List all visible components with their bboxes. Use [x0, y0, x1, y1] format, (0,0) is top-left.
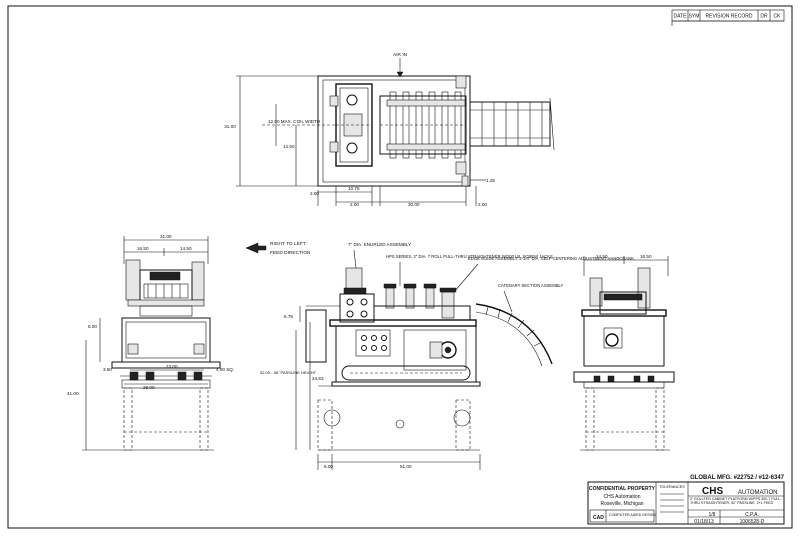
- screw-jacks: [383, 283, 457, 319]
- dim-left-28-00: 28.00: [143, 385, 155, 390]
- chs-logo: CHS: [702, 486, 723, 497]
- rev-header-date: DATE: [674, 14, 688, 20]
- rev-header-record: REVISION RECORD: [706, 14, 753, 20]
- company-name: CHS Automation: [604, 494, 641, 500]
- callout-catenary: CATENARY SECTION ASSEMBLY: [498, 283, 564, 288]
- revision-block: DATE SYM REVISION RECORD DR CK: [671, 9, 785, 26]
- feed-direction-line1: RIGHT TO LEFT: [270, 241, 306, 247]
- title-block: GLOBAL MFG. #22752 / #12-6347 CONFIDENTI…: [587, 475, 785, 525]
- callout-rollers: 7" DIA. KNURLED ASSEMBLY: [348, 242, 411, 247]
- dim-left-4-00: 4.00 SQ.: [216, 367, 234, 372]
- dim-left-overall: 31.00: [160, 234, 172, 239]
- rev-header-ck: CK: [774, 14, 782, 20]
- dim-top-half: 14.50: [283, 144, 295, 149]
- cad-note: COMPUTER AIDED DESIGN: [609, 513, 657, 517]
- top-plan-view: AIR IN 31.00 12.00 MAX. COIL WIDTH 14.50…: [224, 52, 555, 207]
- dim-front-51-00: 51.00: [400, 464, 412, 469]
- confidential-label: CONFIDENTIAL PROPERTY: [589, 486, 656, 492]
- dim-left-41-00: 41.00: [67, 391, 79, 396]
- dim-front-5-75: 5.75: [284, 314, 293, 319]
- dim-top-2-00-right: 2.00: [478, 202, 487, 207]
- drawn-by-value: C.P.A.: [745, 512, 759, 518]
- right-end-view: 14.50 16.50: [573, 254, 675, 451]
- dim-left-8-00: 8.00: [88, 324, 97, 329]
- company-location: Roseville, Michigan: [600, 501, 643, 507]
- callout-straightener: HPS SERIES, 2" DIA. 7 ROLL PULL-THRU STR…: [386, 254, 553, 259]
- chs-logo-sub: AUTOMATION: [738, 490, 777, 496]
- feed-direction-line2: FEED DIRECTION: [270, 250, 311, 256]
- air-in-label: AIR IN: [393, 52, 408, 58]
- feed-direction-arrow-icon: [245, 242, 267, 254]
- dim-top-30-00: 30.00: [408, 202, 420, 207]
- dim-top-1-25: 1.25: [486, 178, 495, 183]
- dim-coil-width: 12.00 MAX. COIL WIDTH: [268, 119, 320, 124]
- callout-edge-guide: EDGE GUIDE ASSEMBLY, 2-1/4" DIA. SELF-CE…: [468, 256, 634, 261]
- scale-value: 1/8: [709, 512, 716, 518]
- rev-header-sym: SYM: [689, 14, 700, 20]
- dim-top-10-75: 10.75: [348, 186, 360, 191]
- drawing-date: 01/18/13: [694, 519, 714, 525]
- dim-front-24-63: 24.63: [312, 376, 324, 381]
- drawing-border: [7, 5, 793, 529]
- dim-right-half-b: 16.50: [640, 254, 652, 259]
- dim-left-half-b: 14.50: [180, 246, 192, 251]
- dim-top-2-00-left: 2.00: [310, 191, 319, 196]
- dim-top-overall: 31.00: [224, 124, 236, 129]
- rev-header-dr: DR: [760, 14, 768, 20]
- dim-left-23-00: 23.00: [166, 364, 178, 369]
- dim-right-half-a: 14.50: [596, 254, 608, 259]
- left-end-view: 31.00 16.50 14.50: [67, 234, 234, 451]
- dim-left-half-a: 16.50: [137, 246, 149, 251]
- drawing-description: 2" ROLLFED CABINET PLATFORM W/PPS 300-7 …: [690, 497, 782, 505]
- front-elevation-view: RIGHT TO LEFT FEED DIRECTION 7" DIA. KNU…: [245, 241, 634, 470]
- dim-front-passline: 52.00 - 58" PASSLINE HEIGHT: [260, 370, 317, 375]
- dim-top-2-00-bottom: 2.00: [350, 202, 359, 207]
- dim-left-3-50: 3.50: [103, 367, 112, 372]
- cad-label: CAD: [593, 515, 604, 521]
- drawing-number: 1006528-D: [740, 519, 765, 525]
- tolerances-label: TOLERANCES: [659, 485, 685, 489]
- dim-front-6-00: 6.00: [324, 464, 333, 469]
- global-mfg-label: GLOBAL MFG. #22752 / #12-6347: [690, 475, 785, 481]
